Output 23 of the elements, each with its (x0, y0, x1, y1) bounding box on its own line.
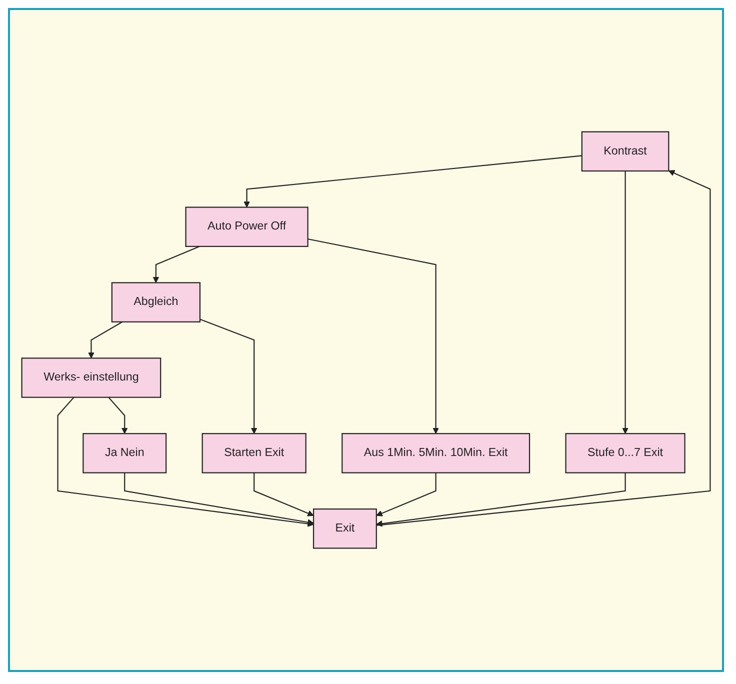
node-box (342, 433, 530, 474)
diagram-background: Kontrast Stufe 0...7 Exit Auto Power Off Aus 1Min. 5Min. 10Min. Exit Abgleich Starten Exit Werks- einstellung Ja Nein Exit (8, 8, 724, 672)
arrow (57, 396, 314, 527)
node-box (581, 131, 670, 172)
node-box (312, 508, 377, 549)
node-box (21, 358, 162, 398)
arrow (376, 472, 436, 516)
arrow (622, 170, 628, 434)
node-box (82, 433, 167, 474)
arrow (244, 155, 582, 208)
arrow (108, 396, 128, 434)
arrow (124, 472, 314, 526)
arrow (376, 472, 626, 527)
arrow (376, 170, 711, 526)
arrow (308, 238, 439, 434)
arrow (88, 321, 123, 358)
arrow (152, 246, 200, 283)
node-box (111, 282, 200, 322)
arrow (200, 318, 258, 434)
node-box (202, 433, 306, 474)
node-box (565, 433, 686, 474)
node-box (185, 206, 308, 247)
arrow (254, 472, 314, 516)
